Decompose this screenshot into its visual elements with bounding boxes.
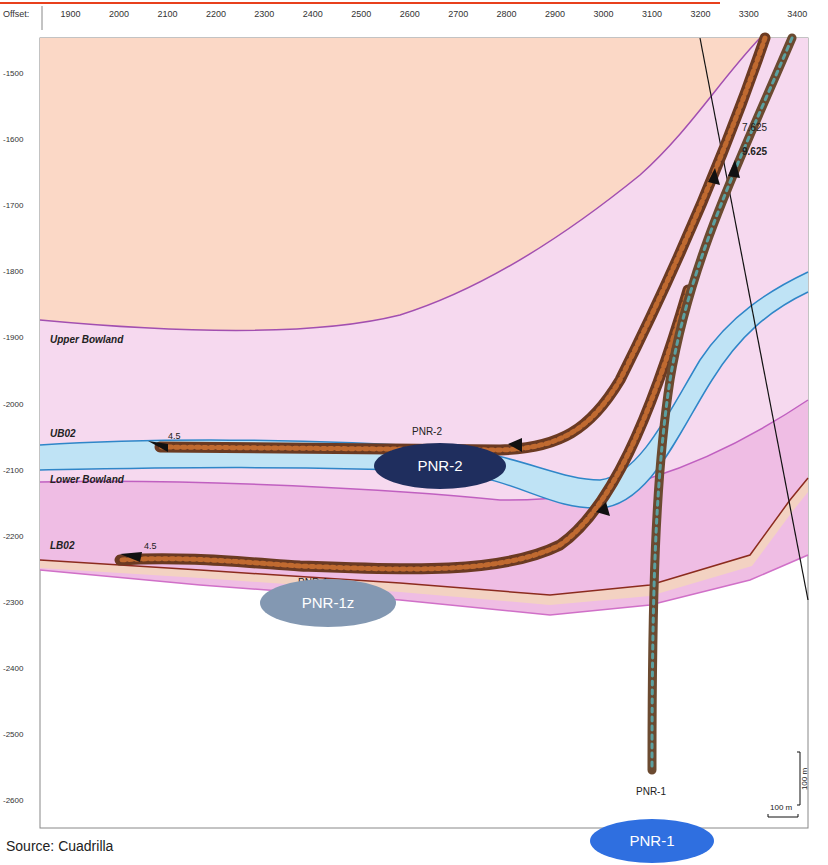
axis-tick: -1700: [3, 202, 23, 211]
axis-tick: 2100: [157, 10, 177, 20]
axis-tick: 3100: [642, 10, 662, 20]
formation-label: LB02: [50, 540, 74, 551]
axis-tick: -2500: [3, 731, 23, 740]
casing-size: 9.625: [742, 146, 767, 157]
well-name: PNR-1z: [302, 595, 355, 611]
scale-label: 100 m: [770, 804, 792, 813]
axis-tick: -1600: [3, 136, 23, 145]
well-oval: PNR-2: [374, 443, 506, 489]
axis-tick: 2300: [254, 10, 274, 20]
well-oval: PNR-1z: [260, 579, 396, 627]
axis-tick: 3000: [593, 10, 613, 20]
axis-tick: -2300: [3, 599, 23, 608]
formation-label: Lower Bowland: [50, 474, 124, 485]
axis-tick: 1900: [61, 10, 81, 20]
axis-tick: 2600: [400, 10, 420, 20]
axis-tick: 3300: [739, 10, 759, 20]
scale-label: 100 m: [801, 768, 810, 790]
axis-tick: 2900: [545, 10, 565, 20]
source-caption: Source: Cuadrilla: [6, 838, 113, 854]
casing-size: 4.5: [168, 432, 181, 442]
axis-tick: -2600: [3, 797, 23, 806]
formation-label: UB02: [50, 428, 76, 439]
axis-tick: -2400: [3, 665, 23, 674]
axis-tick: 2800: [497, 10, 517, 20]
axis-tick: -1900: [3, 334, 23, 343]
well-label: PNR-2: [412, 426, 442, 437]
axis-tick: 2000: [109, 10, 129, 20]
axis-tick: 2400: [303, 10, 323, 20]
axis-tick: -2000: [3, 401, 23, 410]
axis-tick: -1800: [3, 268, 23, 277]
axis-tick: 2200: [206, 10, 226, 20]
well-name: PNR-2: [417, 458, 462, 474]
axis-tick: 2500: [351, 10, 371, 20]
well-name: PNR-1: [629, 833, 674, 849]
well-label: PNR-1: [636, 786, 666, 797]
axis-tick: 3400: [787, 10, 807, 20]
axis-tick: -2200: [3, 533, 23, 542]
axis-tick: 2700: [448, 10, 468, 20]
casing-size: 4.5: [144, 542, 157, 552]
casing-size: 7.625: [742, 122, 767, 133]
formation-label: Upper Bowland: [50, 334, 123, 345]
axis-tick: 3200: [690, 10, 710, 20]
axis-tick: -1500: [3, 70, 23, 79]
axis-tick: -2100: [3, 467, 23, 476]
well-oval: PNR-1: [590, 819, 714, 863]
axis-tick: Offset:: [3, 10, 29, 20]
